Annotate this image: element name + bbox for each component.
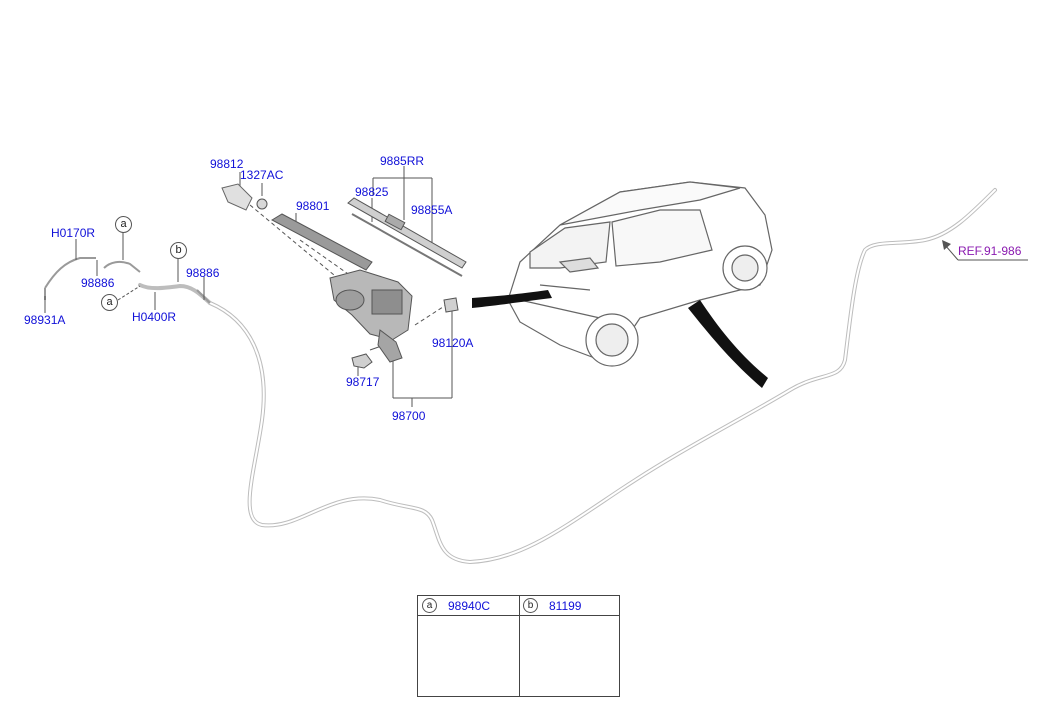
legend-part-81199[interactable]: 81199	[549, 599, 582, 613]
callout-a-bottom[interactable]: a	[101, 294, 118, 311]
legend-table: a 98940C b 81199	[417, 595, 620, 697]
label-98812[interactable]: 98812	[210, 157, 244, 171]
callout-b[interactable]: b	[170, 242, 187, 259]
wiper-motor-shape	[329, 269, 413, 363]
label-1327ac[interactable]: 1327AC	[240, 168, 284, 182]
label-9885rr[interactable]: 9885RR	[380, 154, 425, 168]
label-98700[interactable]: 98700	[392, 409, 426, 423]
nut-shape	[256, 198, 268, 210]
legend-cell-header: a 98940C	[418, 596, 519, 616]
label-98801[interactable]: 98801	[296, 199, 330, 213]
legend-cell-header: b 81199	[519, 596, 620, 616]
legend-callout-a: a	[422, 598, 437, 613]
pointer-rear-glass	[472, 290, 552, 308]
label-98825[interactable]: 98825	[355, 185, 389, 199]
wiper-blade-shape	[347, 197, 467, 269]
label-98717[interactable]: 98717	[346, 375, 380, 389]
label-h0400r[interactable]: H0400R	[132, 310, 177, 324]
legend-callout-b: b	[523, 598, 538, 613]
callout-a-top[interactable]: a	[115, 216, 132, 233]
label-98886-left[interactable]: 98886	[81, 276, 115, 290]
grommet-shape	[351, 353, 373, 369]
nozzle-shape	[443, 297, 459, 313]
label-98931a[interactable]: 98931A	[24, 313, 66, 327]
blade-clip-shape	[384, 213, 406, 231]
label-ref-91-986[interactable]: REF.91-986	[958, 244, 1022, 258]
legend-cell-a: a 98940C	[418, 596, 520, 696]
vehicle-drawing	[507, 181, 773, 367]
washer-hose-core	[209, 189, 996, 564]
pointer-hose-route	[688, 300, 768, 388]
wiper-blade-rubber	[351, 213, 463, 277]
legend-part-98940c[interactable]: 98940C	[448, 599, 491, 613]
legend-cell-b: b 81199	[519, 596, 620, 696]
label-98120a[interactable]: 98120A	[432, 336, 474, 350]
wiper-arm-shape	[270, 213, 373, 271]
wiper-cap-shape	[221, 183, 253, 211]
ref-arrow-head	[942, 240, 951, 250]
label-h0170r[interactable]: H0170R	[51, 226, 96, 240]
label-98855a[interactable]: 98855A	[411, 203, 453, 217]
hose-pieces-left	[44, 257, 211, 304]
label-98886-right[interactable]: 98886	[186, 266, 220, 280]
